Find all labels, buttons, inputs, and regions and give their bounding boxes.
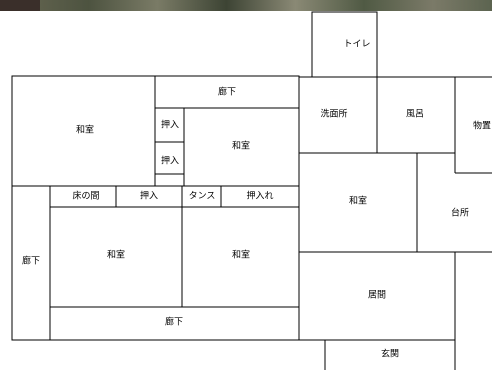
room-bath: 風呂 <box>405 109 425 120</box>
room-washitsu-top-mid: 和室 <box>231 141 251 152</box>
room-oshiire-3: 押入 <box>139 191 159 202</box>
room-oshiire-2: 押入 <box>160 156 180 167</box>
room-storage: 物置 <box>472 121 492 132</box>
room-entrance: 玄関 <box>380 349 400 360</box>
room-oshiire-re: 押入れ <box>246 191 274 202</box>
room-living: 居間 <box>367 290 387 301</box>
room-tokonoma: 床の間 <box>72 191 100 202</box>
room-corridor-left: 廊下 <box>21 256 41 267</box>
room-oshiire-1: 押入 <box>160 120 180 131</box>
room-corridor-top: 廊下 <box>217 87 237 98</box>
room-washitsu-top-left: 和室 <box>75 125 95 136</box>
room-toilet: トイレ <box>343 39 371 50</box>
room-washroom: 洗面所 <box>320 109 348 120</box>
room-kitchen: 台所 <box>450 208 470 219</box>
banner-tab <box>0 0 40 11</box>
photo-banner <box>0 0 492 11</box>
room-corridor-bottom: 廊下 <box>164 317 184 328</box>
room-washitsu-mid-right: 和室 <box>348 196 368 207</box>
room-washitsu-bottom-mid: 和室 <box>231 250 251 261</box>
room-washitsu-bottom-left: 和室 <box>106 250 126 261</box>
room-tansu: タンス <box>188 191 216 202</box>
